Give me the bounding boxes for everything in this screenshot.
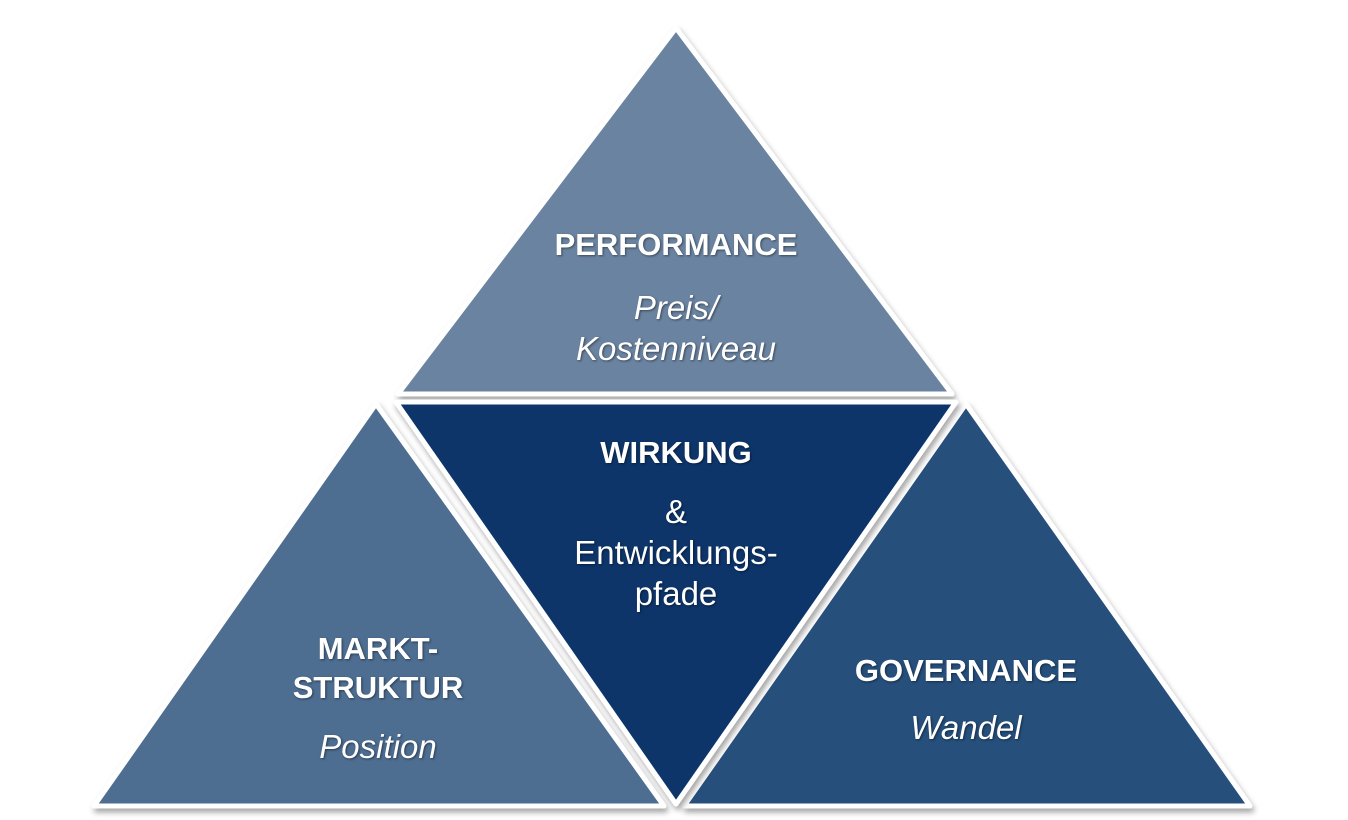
performance-subtitle-line2: Kostenniveau	[576, 330, 776, 367]
marktstruktur-title-line2: STRUKTUR	[292, 669, 464, 705]
wirkung-label: WIRKUNG & Entwicklungs- pfade	[476, 434, 876, 615]
marktstruktur-subtitle: Position	[319, 727, 437, 765]
governance-subtitle: Wandel	[910, 708, 1022, 746]
wirkung-ampersand: &	[664, 492, 687, 530]
governance-title: GOVERNANCE	[854, 653, 1078, 688]
wirkung-line3: pfade	[634, 575, 718, 613]
performance-subtitle-line1: Preis/	[633, 288, 719, 326]
marktstruktur-title-line1: MARKT-	[317, 631, 439, 666]
marktstruktur-label: MARKT- STRUKTUR Position	[228, 630, 528, 767]
wirkung-line2: Entwicklungs-	[574, 534, 778, 571]
triangle-center	[393, 399, 959, 807]
triangle-left	[91, 401, 667, 809]
performance-label: PERFORMANCE Preis/ Kostenniveau	[476, 226, 876, 369]
governance-label: GOVERNANCE Wandel	[816, 652, 1116, 748]
triangle-top	[395, 25, 955, 397]
wirkung-title: WIRKUNG	[600, 435, 752, 470]
triangle-right	[681, 401, 1253, 809]
performance-title: PERFORMANCE	[554, 227, 798, 262]
